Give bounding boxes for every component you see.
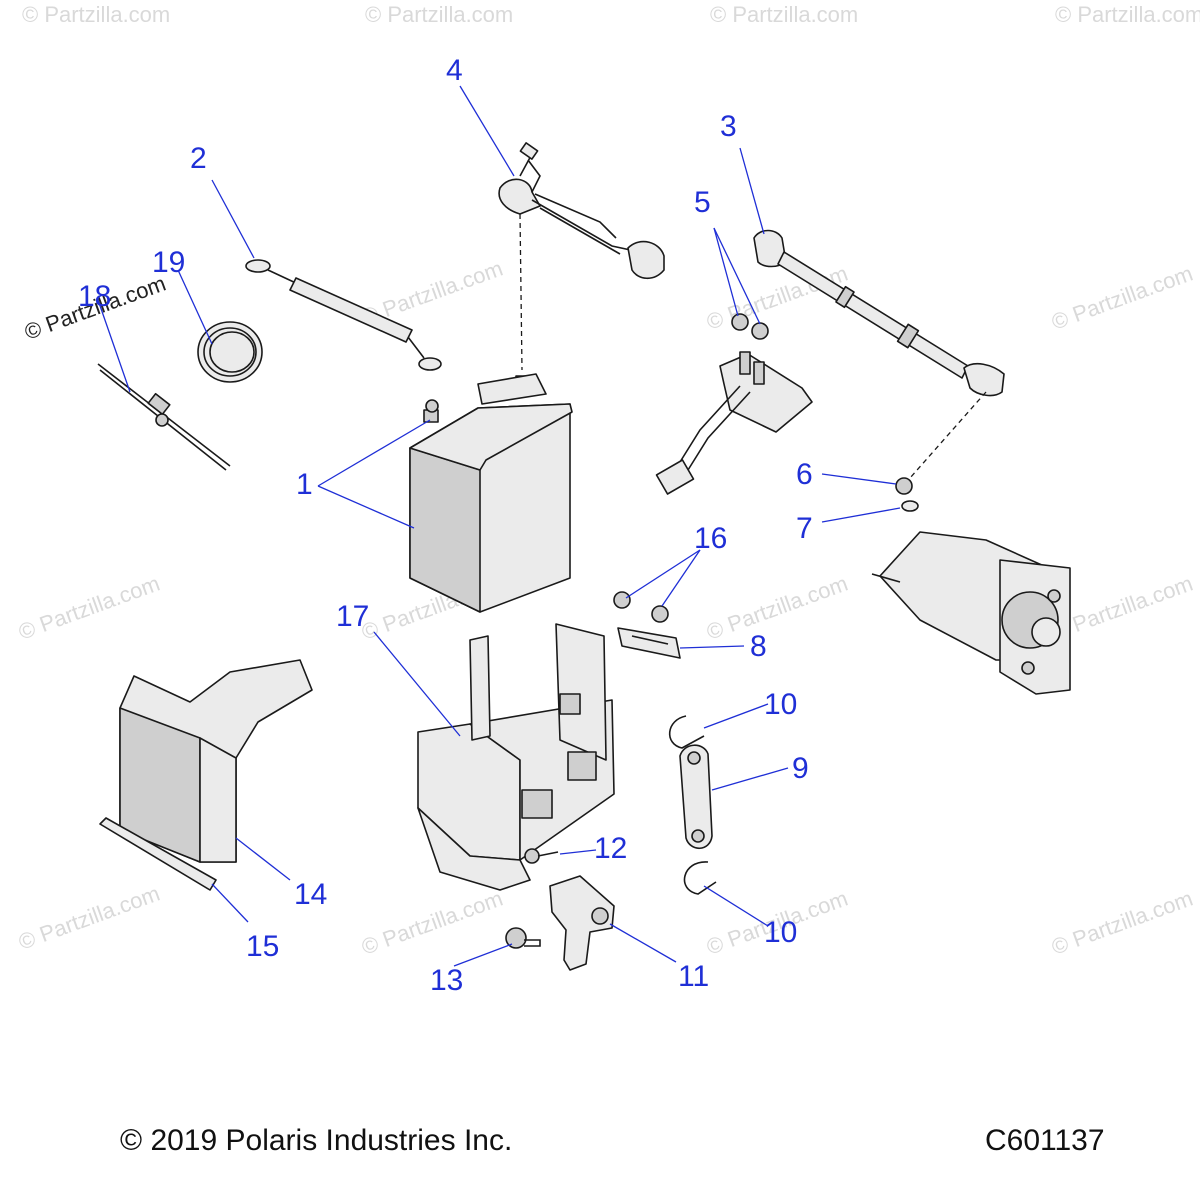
watermark: © Partzilla.com — [15, 881, 163, 955]
starter-nut-washer — [895, 477, 919, 512]
watermark: © Partzilla.com — [365, 2, 513, 27]
callout-1: 1 — [296, 468, 313, 501]
callout-10-lower: 10 — [764, 916, 797, 949]
leader-lines — [97, 85, 901, 967]
bracket-plate — [549, 875, 615, 971]
watermark: © Partzilla.com — [703, 571, 851, 645]
callout-10-upper: 10 — [764, 688, 797, 721]
watermark: © Partzilla.com — [358, 886, 506, 960]
solenoid-assembly — [655, 351, 813, 495]
terminal-nuts — [731, 313, 769, 340]
callout-9: 9 — [792, 752, 809, 785]
retaining-clip-upper — [668, 715, 705, 749]
callout-2: 2 — [190, 142, 207, 175]
battery-tray — [417, 623, 615, 891]
callout-5: 5 — [694, 186, 711, 219]
callout-16: 16 — [694, 522, 727, 555]
mounting-screws — [613, 591, 669, 623]
callout-labels: 1 2 3 4 5 6 7 8 9 10 11 12 13 14 15 16 1… — [78, 54, 813, 997]
battery-cover — [119, 659, 313, 863]
watermark: © Partzilla.com — [1048, 886, 1196, 960]
watermark: © Partzilla.com — [22, 2, 170, 27]
callout-8: 8 — [750, 630, 767, 663]
starter-motor — [871, 531, 1071, 695]
callout-6: 6 — [796, 458, 813, 491]
callout-12: 12 — [594, 832, 627, 865]
assembly-lines — [519, 213, 987, 479]
watermark: © Partzilla.com — [1048, 261, 1196, 335]
watermark: © Partzilla.com — [710, 2, 858, 27]
callout-17: 17 — [336, 600, 369, 633]
callout-11: 11 — [678, 960, 709, 993]
callout-15: 15 — [246, 930, 279, 963]
hold-down-strap — [97, 363, 231, 471]
callout-19: 19 — [152, 246, 185, 279]
battery-cable-positive — [753, 229, 1005, 397]
bracket-bolt — [505, 927, 541, 949]
battery-cable-negative — [245, 259, 442, 371]
figure-code: C601137 — [985, 1124, 1105, 1157]
callout-13: 13 — [430, 964, 463, 997]
hold-down-link — [679, 744, 713, 850]
callout-7: 7 — [796, 512, 813, 545]
watermark: © Partzilla.com — [15, 571, 163, 645]
callout-3: 3 — [720, 110, 737, 143]
latch-bracket — [617, 627, 681, 659]
callout-14: 14 — [294, 878, 327, 911]
callout-18: 18 — [78, 280, 111, 313]
battery-cable-harness — [498, 142, 665, 280]
retaining-clip-lower — [683, 861, 717, 895]
copyright-notice: © 2019 Polaris Industries Inc. — [120, 1124, 513, 1157]
tray-bolt — [524, 848, 559, 864]
band-clamp — [197, 321, 263, 383]
seal-strip — [99, 817, 217, 891]
callout-4: 4 — [446, 54, 463, 87]
watermark: © Partzilla.com — [1055, 2, 1200, 27]
battery — [409, 373, 573, 613]
